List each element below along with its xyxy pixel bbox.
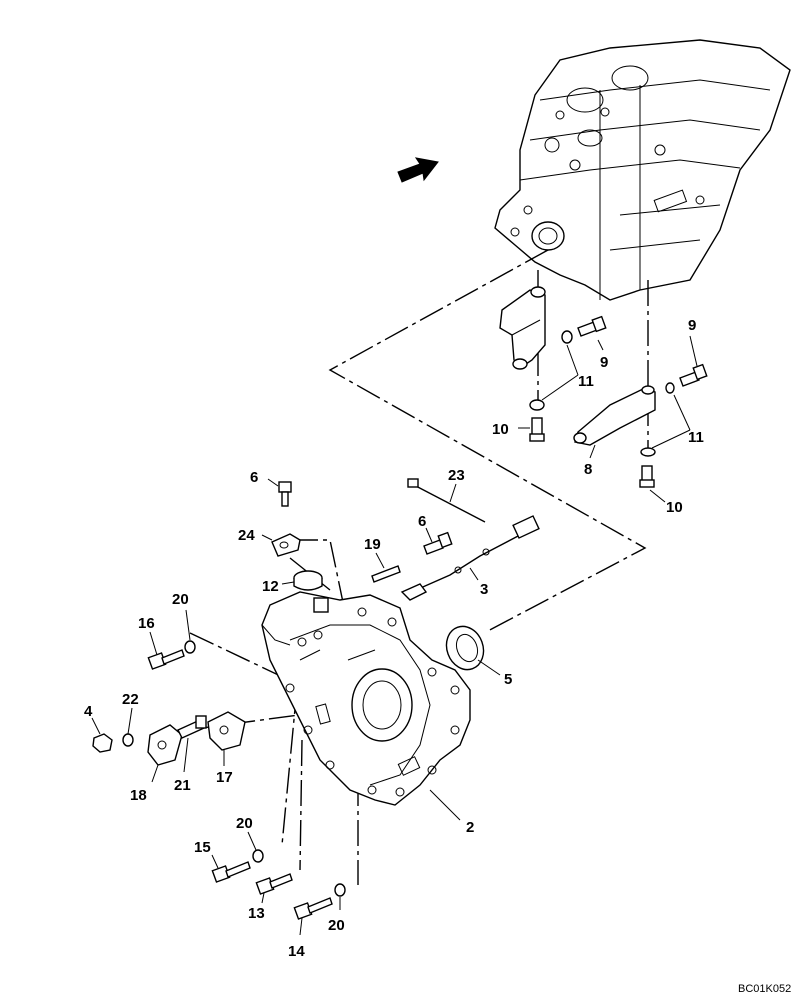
front-direction-arrow-icon [397,157,439,183]
callout-11: 11 [578,373,594,390]
callout-24: 24 [238,527,255,544]
washer-11-right-lower [640,447,656,457]
washer-11-right [665,382,675,394]
bolt-6-left [278,481,292,507]
callout-labels: 9 9 11 10 11 8 10 6 23 24 6 19 12 3 20 1… [84,317,704,960]
callout-20: 20 [328,917,345,934]
bolt-10-lower [639,465,655,488]
callout-10: 10 [492,421,509,438]
callout-2: 2 [466,819,474,836]
callout-11: 11 [688,429,704,446]
bolt-9-upper [577,315,607,337]
callout-8: 8 [584,461,592,478]
washer-11-upper [561,330,573,344]
bolt-13 [255,873,293,895]
callout-6: 6 [418,513,426,530]
bolt-15 [211,861,251,883]
oil-seal-5 [445,625,485,671]
callout-13: 13 [248,905,265,922]
engine-block [494,39,791,301]
cable-tie-23 [407,478,486,523]
bolt-6-middle [423,531,453,555]
washer-20-middle [252,849,264,863]
callout-18: 18 [130,787,147,804]
callout-20: 20 [236,815,253,832]
figure-code: BC01K052 [738,983,791,995]
callout-9: 9 [688,317,696,334]
washer-20-lower [334,883,346,897]
fitting-21 [177,715,207,739]
callout-17: 17 [216,769,233,786]
callout-14: 14 [288,943,305,960]
bracket-18 [147,724,183,766]
callout-10: 10 [666,499,683,516]
sensor-harness-3 [400,515,540,601]
mounting-bracket-left [499,286,546,370]
mounting-bracket-8 [573,385,656,446]
callout-19: 19 [364,536,381,553]
callout-12: 12 [262,578,279,595]
washer-11-lower [529,399,545,411]
callout-4: 4 [84,703,93,720]
stud-19 [371,565,401,583]
plug-12 [293,570,323,591]
callout-6: 6 [250,469,258,486]
callout-5: 5 [504,671,512,688]
callout-9: 9 [600,354,608,371]
callout-22: 22 [122,691,139,708]
bolt-10-upper [529,417,545,442]
callout-16: 16 [138,615,155,632]
washer-22 [122,733,134,747]
nut-4 [92,733,113,753]
callout-23: 23 [448,467,465,484]
callout-15: 15 [194,839,211,856]
cover-17 [207,711,246,751]
callout-20: 20 [172,591,189,608]
bolt-14 [293,897,333,920]
clamp-24 [271,533,301,557]
bolt-16 [147,649,185,670]
callout-3: 3 [480,581,488,598]
callout-21: 21 [174,777,191,794]
washer-20-upper [184,640,196,654]
bolt-9-lower [679,363,708,387]
leader-lines [91,335,698,936]
flywheel-housing-2 [261,591,471,806]
